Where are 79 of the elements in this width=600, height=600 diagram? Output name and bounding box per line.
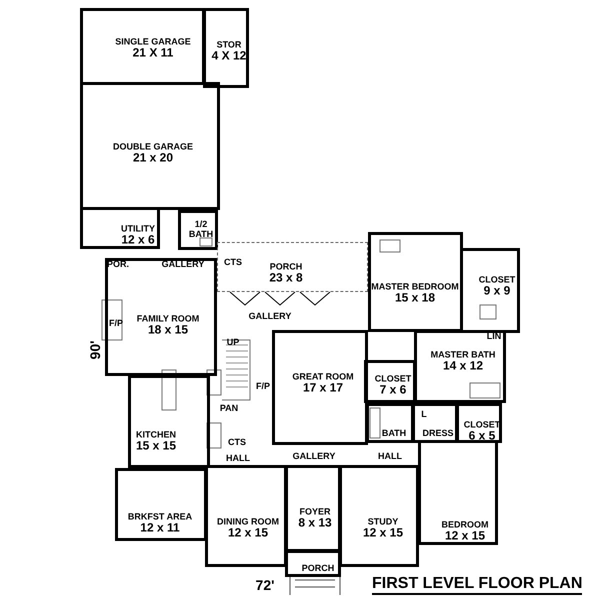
room-name: PORCH — [302, 563, 334, 573]
room-name: FAMILY ROOM — [136, 314, 200, 324]
plan-title: FIRST LEVEL FLOOR PLAN — [372, 575, 582, 595]
room-size: 15 x 15 — [136, 440, 176, 452]
area-label: UP — [226, 337, 240, 347]
room-name: STUDY — [368, 516, 398, 526]
room-outline — [418, 440, 498, 545]
room-name: DINING ROOM — [217, 516, 279, 526]
room-size: 12 x 15 — [444, 530, 486, 542]
area-label: LIN — [486, 331, 502, 341]
room-name: UTILITY — [121, 224, 155, 234]
room-name: MASTER BATH — [430, 350, 496, 360]
room-name: FOYER — [299, 506, 330, 516]
room-name: PORCH — [270, 262, 302, 272]
room-size: 12 x 6 — [121, 234, 155, 246]
room-name: BATH — [382, 428, 406, 438]
room-name: KITCHEN — [136, 430, 176, 440]
room-size: 12 x 15 — [362, 526, 404, 540]
room-outline — [412, 403, 458, 443]
room-outline — [460, 248, 520, 333]
room-size: 9 x 9 — [484, 284, 510, 298]
room-outline — [272, 330, 368, 445]
area-label: L — [421, 409, 427, 419]
room-name: SINGLE GARAGE — [115, 36, 191, 46]
area-label: F/P — [256, 381, 270, 391]
room-size: 15 x 18 — [394, 292, 436, 304]
room-outline — [205, 465, 287, 567]
room-size: 21 X 11 — [132, 46, 174, 60]
room-outline — [285, 465, 341, 552]
room-size: 4 X 12 — [212, 50, 246, 62]
room-size: 6 x 5 — [468, 430, 496, 442]
room-name: CLOSET — [478, 274, 516, 284]
room-name: CLOSET — [464, 420, 500, 430]
room-name: DRESS — [422, 428, 454, 438]
room-size: 14 x 12 — [442, 360, 484, 372]
room-outline — [80, 82, 220, 210]
room-name: BRKFST AREA — [128, 512, 192, 522]
room-size: 7 x 6 — [380, 384, 406, 396]
area-label: CTS — [228, 437, 246, 447]
room-outline — [364, 360, 416, 403]
room-outline — [339, 465, 419, 567]
room-name: DOUBLE GARAGE — [113, 142, 193, 152]
room-name: GREAT ROOM — [292, 372, 354, 382]
room-name: MASTER BEDROOM — [371, 282, 459, 292]
room-size: 17 x 17 — [302, 382, 344, 394]
room-outline — [368, 232, 463, 332]
room-outline — [80, 207, 160, 249]
room-outline — [178, 210, 218, 250]
porch-outline — [217, 242, 368, 292]
room-size: 21 x 20 — [132, 152, 174, 164]
area-label: POR. — [107, 259, 129, 269]
dimension-label: 90' — [87, 340, 103, 360]
room-size: 8 x 13 — [298, 516, 332, 530]
room-size: 12 x 15 — [228, 526, 268, 540]
room-size: 18 x 15 — [148, 324, 188, 336]
room-outline — [203, 8, 249, 88]
area-label: CTS — [224, 257, 242, 267]
room-outline — [456, 403, 502, 443]
room-outline — [128, 375, 210, 468]
area-label: GALLERY — [162, 259, 204, 269]
area-label: GALLERY — [248, 311, 292, 321]
room-size: 12 x 11 — [140, 522, 180, 534]
room-outline — [285, 550, 341, 577]
room-outline — [414, 330, 506, 403]
room-outline — [115, 468, 207, 541]
room-outline — [366, 403, 414, 443]
area-label: F/P — [109, 318, 123, 328]
room-name: BEDROOM — [442, 520, 488, 530]
room-name: CLOSET — [374, 374, 412, 384]
room-size: 23 x 8 — [269, 272, 303, 284]
dimension-label: 72' — [256, 577, 274, 593]
room-outline — [105, 258, 217, 376]
area-label: GALLERY — [292, 451, 336, 461]
room-name: STOR — [216, 40, 242, 50]
room-outline — [80, 8, 205, 85]
area-label: PAN — [220, 403, 238, 413]
room-name: 1/2 BATH — [188, 219, 214, 239]
area-label: HALL — [378, 451, 402, 461]
area-label: HALL — [226, 453, 250, 463]
